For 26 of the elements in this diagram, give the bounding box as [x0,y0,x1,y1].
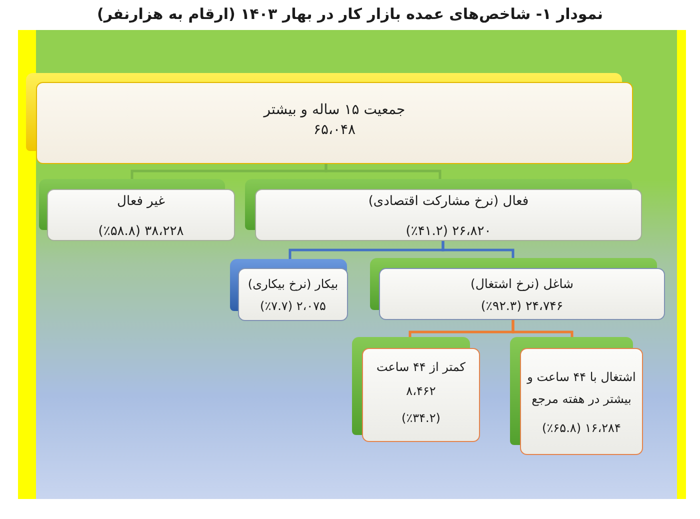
category-label: اشتغال با ۴۴ ساعت و بیشتر در هفته مرجع [527,369,636,408]
category-card [352,337,480,442]
value-label: ۲۴،۷۴۶ (٪۹۲.۳) [480,297,564,315]
chart-title: نمودار ۱- شاخص‌های عمده بازار کار در بهار ۱۴۰۳ (ارقام به هزارنفر) [96,4,604,25]
category-card [26,73,633,164]
category-card [230,259,348,321]
category-label: غیر فعال [117,193,165,211]
value-label: ۳۸،۲۲۸ (٪۵۸.۸) [98,223,184,241]
value-label: ۱۶،۲۸۴ (٪۶۵.۸) [542,420,621,437]
category-label: کمتر از ۴۴ ساعت [376,359,466,376]
value-label: (٪۳۴.۲) [402,410,440,427]
category-card [510,337,643,455]
connector-line [130,164,328,179]
category-card [39,179,235,241]
category-label: شاغل (نرخ اشتغال) [470,275,574,293]
value-label: ۸،۴۶۲ [406,383,436,400]
category-label: فعال (نرخ مشارکت اقتصادی) [368,193,529,211]
category-card [370,258,665,320]
category-card [245,179,642,241]
category-label: بیکار (نرخ بیکاری) [248,276,338,293]
connector-line [288,241,444,259]
value-label: ۲۶،۸۲۰ (٪۴۱.۲) [406,223,492,241]
category-label: جمعیت ۱۵ ساله و بیشتر [264,101,406,120]
value-label: ۲،۰۷۵ (٪۷.۷) [260,298,326,315]
value-label: ۶۵،۰۴۸ [313,121,356,140]
connector-line [408,320,514,337]
